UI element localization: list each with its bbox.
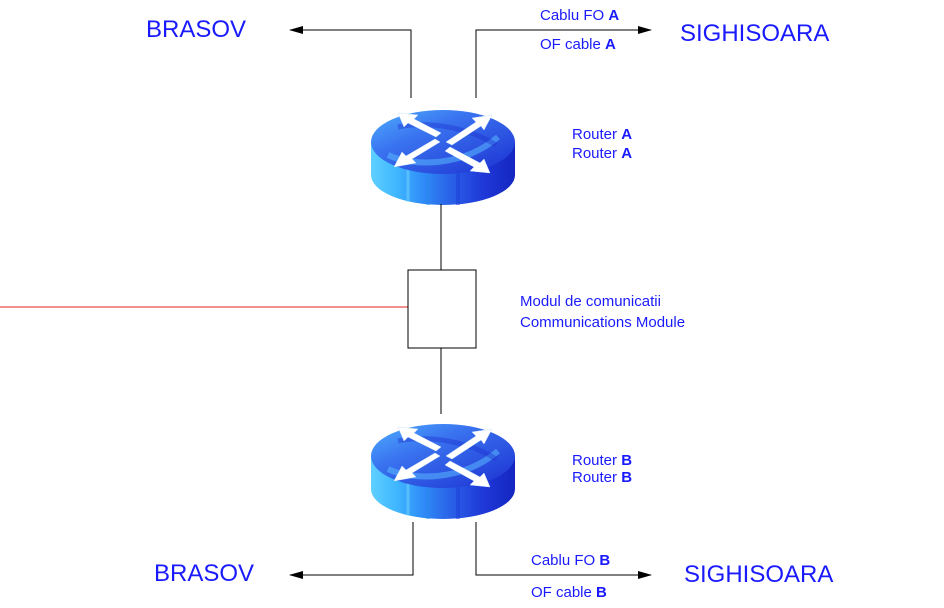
communications-module-box: [407, 269, 477, 349]
top-router-icon: [371, 110, 515, 205]
top-router-label-en: Router A: [572, 145, 632, 162]
bottom-cable-label-en: OF cable B: [531, 584, 607, 601]
bottom-brasov-link: [289, 522, 414, 579]
bottom-sighisoara-link: [475, 522, 652, 579]
top-left-city: BRASOV: [146, 16, 246, 43]
bottom-router-icon: [371, 424, 515, 519]
top-brasov-link: [289, 26, 412, 98]
bottom-right-city: SIGHISOARA: [684, 561, 833, 588]
bottom-router-label-en: Router B: [572, 469, 632, 486]
top-cable-label-ro: Cablu FO A: [540, 7, 619, 24]
bottom-left-city: BRASOV: [154, 560, 254, 587]
module-label-en: Communications Module: [520, 314, 685, 331]
top-sighisoara-link: [475, 26, 652, 98]
module-label-ro: Modul de comunicatii: [520, 293, 661, 310]
bottom-router-label-ro: Router B: [572, 452, 632, 469]
bottom-cable-label-ro: Cablu FO B: [531, 552, 610, 569]
top-cable-label-en: OF cable A: [540, 36, 616, 53]
top-right-city: SIGHISOARA: [680, 20, 829, 47]
top-router-label-ro: Router A: [572, 126, 632, 143]
